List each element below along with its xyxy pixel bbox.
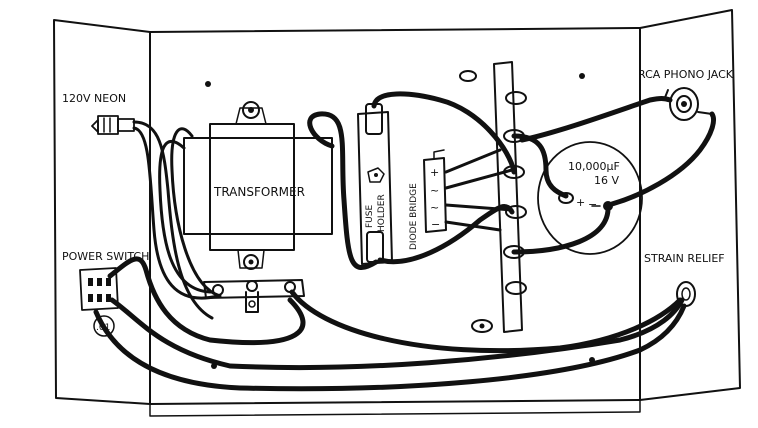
strain-relief-label: STRAIN RELIEF (644, 252, 725, 265)
wiring (93, 91, 716, 392)
bridge-plus-terminal: + (430, 166, 439, 179)
fuse-holder-label-2: HOLDER (377, 194, 387, 232)
bridge-ac-terminal-1: ~ (430, 184, 439, 197)
neon-lamp (91, 115, 135, 135)
right-side-panel (639, 9, 741, 401)
fuse-holder-label-1: FUSE (365, 205, 375, 228)
bridge-minus-terminal: − (431, 218, 440, 231)
terminal-lug-strip (459, 61, 527, 333)
diode-bridge-label: DIODE BRIDGE (409, 183, 419, 250)
left-side-panel (53, 19, 151, 405)
capacitor-minus-label: − (588, 198, 597, 211)
bridge-ac-terminal-2: ~ (430, 201, 439, 214)
mounting-holes (205, 73, 595, 369)
chassis (149, 27, 641, 417)
diode-bridge (423, 149, 447, 233)
neon-label: 120V NEON (62, 92, 126, 105)
capacitor-voltage-label: 16 V (594, 174, 619, 187)
rca-phono-jack (663, 87, 713, 121)
power-switch (79, 267, 119, 311)
transformer-label: TRANSFORMER (213, 185, 305, 199)
transformer (183, 101, 333, 270)
rca-jack-label: RCA PHONO JACK (638, 68, 734, 81)
fuse-holder (357, 103, 393, 265)
capacitor-plus-label: + (576, 196, 585, 209)
capacitor-value-label: 10,000µF (568, 160, 620, 173)
